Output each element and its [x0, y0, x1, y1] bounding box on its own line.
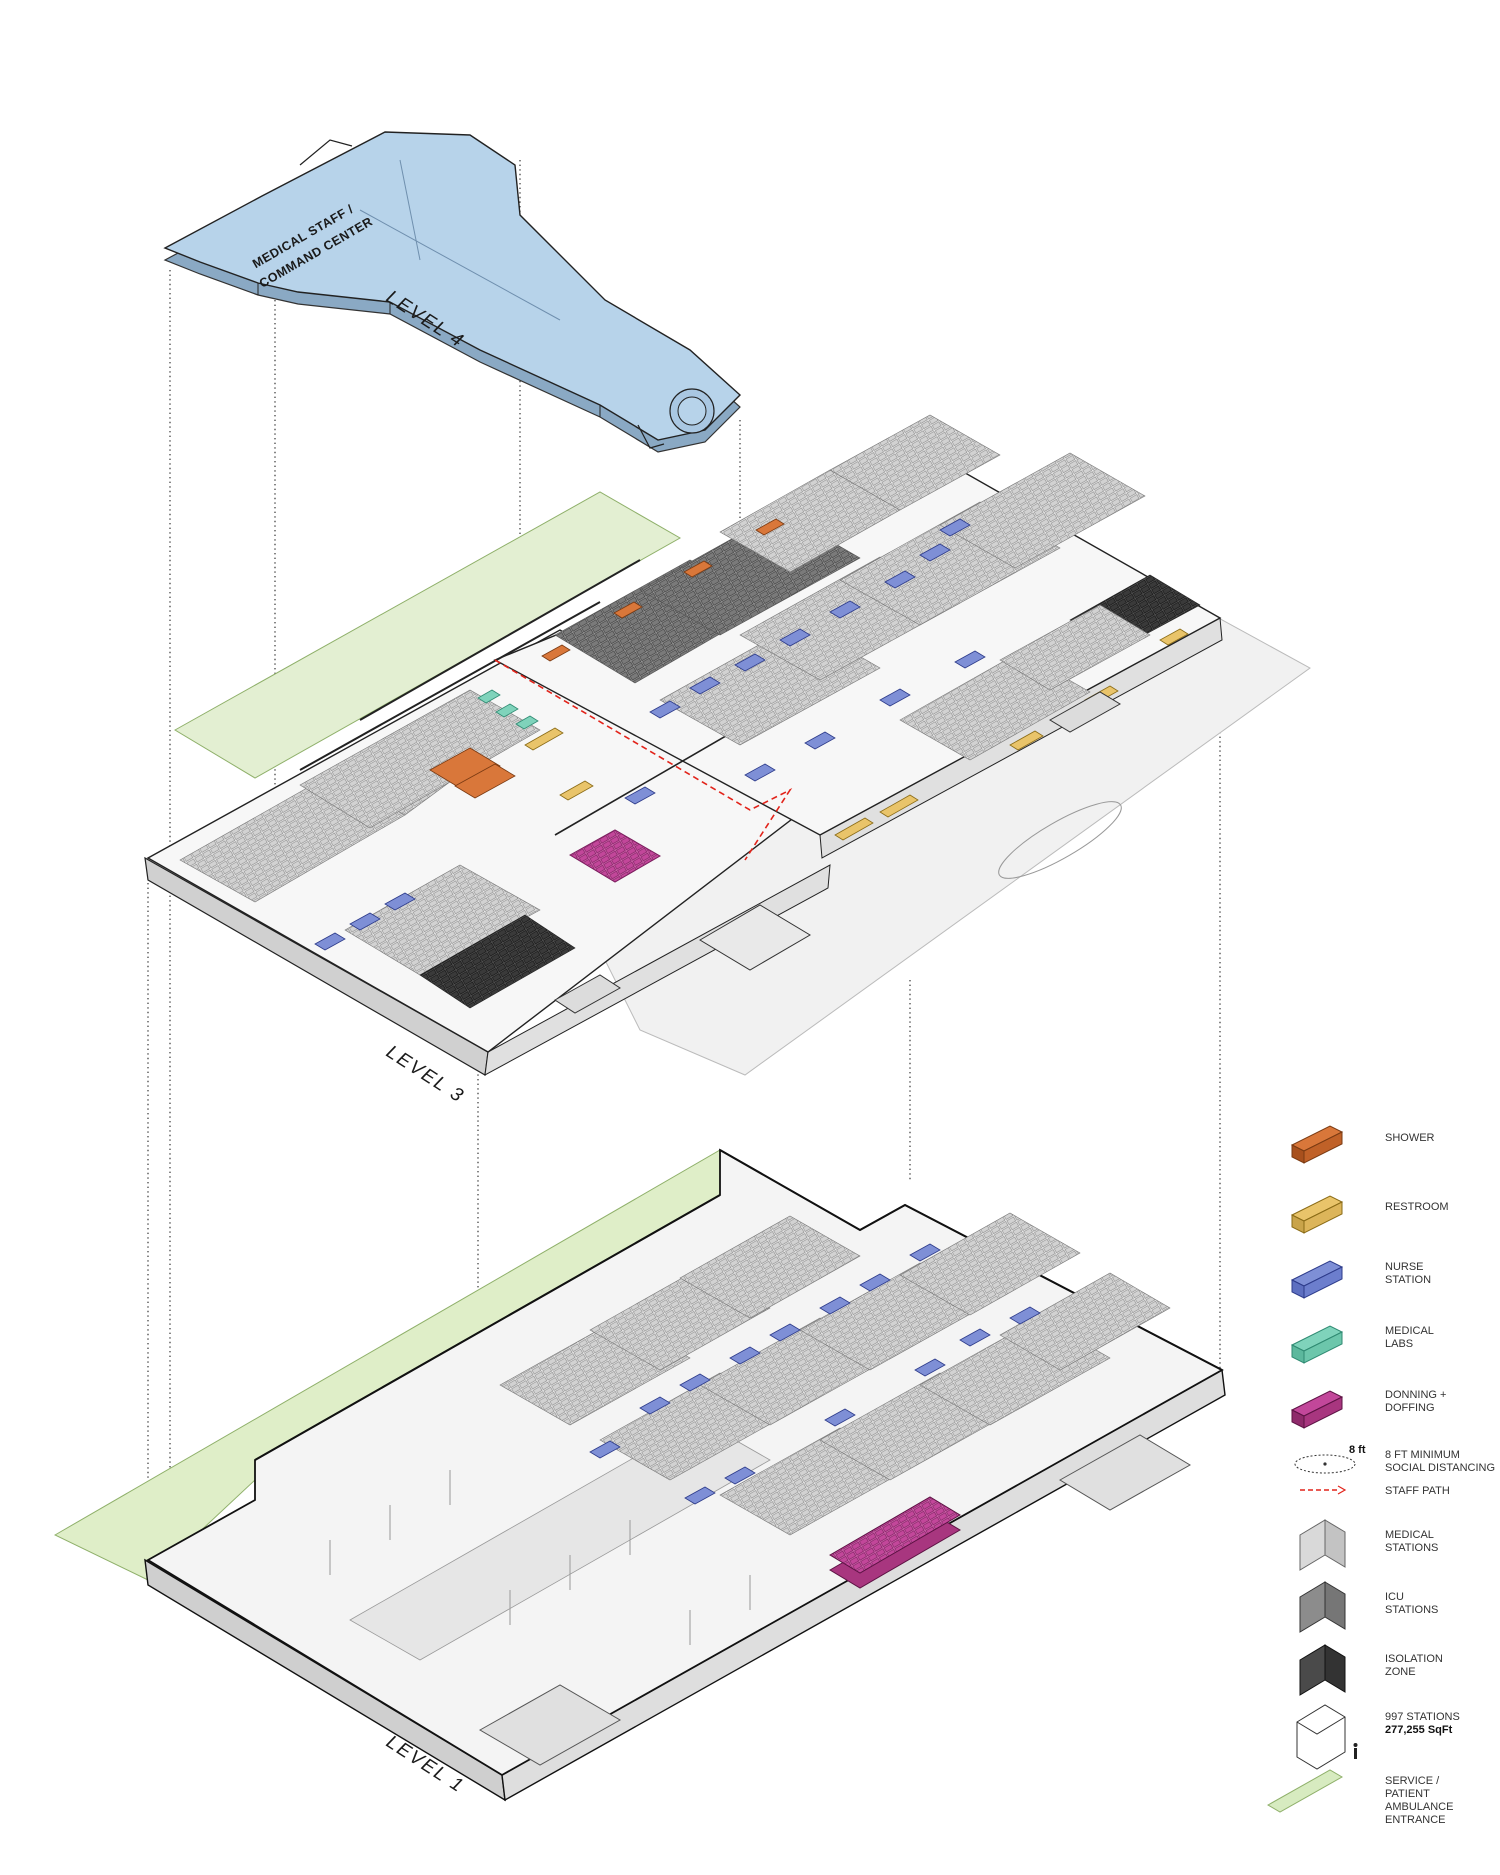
legend-shower: SHOWER — [1290, 1125, 1435, 1164]
legend-isolation-label-2: ZONE — [1385, 1666, 1416, 1678]
level-1-donning-zone — [829, 1496, 961, 1574]
level-4-floor — [163, 131, 742, 441]
level-4-plan: MEDICAL STAFF / COMMAND CENTER LEVEL 4 — [163, 131, 742, 453]
legend-restroom: RESTROOM — [1290, 1195, 1449, 1234]
legend-service-label-4: ENTRANCE — [1385, 1814, 1446, 1826]
legend-restroom-label: RESTROOM — [1385, 1201, 1449, 1213]
level-3-plan: LEVEL 3 — [144, 414, 1311, 1107]
legend-isolation-label-1: ISOLATION — [1385, 1653, 1443, 1665]
legend-nurse-station: NURSE STATION — [1290, 1260, 1431, 1299]
legend-service-entrance: SERVICE / PATIENT AMBULANCE ENTRANCE — [1266, 1769, 1453, 1826]
legend-icu-label-2: STATIONS — [1385, 1604, 1438, 1616]
legend-nurse-label-1: NURSE — [1385, 1261, 1424, 1273]
legend-totals-area: 277,255 SqFt — [1385, 1724, 1453, 1736]
legend-distance-dim: 8 ft — [1349, 1444, 1366, 1456]
legend-distancing-label-2: SOCIAL DISTANCING — [1385, 1462, 1495, 1474]
legend-labs-label-2: LABS — [1385, 1338, 1413, 1350]
legend-nurse-label-2: STATION — [1385, 1274, 1431, 1286]
legend-donning-label-2: DOFFING — [1385, 1402, 1435, 1414]
level-3-service-strip — [174, 491, 682, 779]
legend-staff-path-label: STAFF PATH — [1385, 1485, 1450, 1497]
legend-icu-stations: ICU STATIONS — [1299, 1581, 1438, 1633]
legend-labs-label-1: MEDICAL — [1385, 1325, 1434, 1337]
legend-isolation-zone: ISOLATION ZONE — [1299, 1644, 1443, 1696]
legend-totals-stations: 997 STATIONS — [1385, 1711, 1460, 1723]
legend-distancing-label-1: 8 FT MINIMUM — [1385, 1449, 1460, 1461]
legend-service-label-3: AMBULANCE — [1385, 1801, 1453, 1813]
legend-medical-labs: MEDICAL LABS — [1290, 1325, 1434, 1364]
level-3-staff-path — [494, 659, 793, 861]
legend-social-distancing: 8 ft 8 FT MINIMUM SOCIAL DISTANCING — [1294, 1444, 1495, 1474]
level-3-donning-zone — [569, 829, 661, 883]
legend: SHOWER RESTROOM NURSE STATION MEDICAL LA… — [1266, 1125, 1495, 1826]
legend-shower-label: SHOWER — [1385, 1132, 1435, 1144]
legend-icu-label-1: ICU — [1385, 1591, 1404, 1603]
legend-medical-stations: MEDICAL STATIONS — [1299, 1519, 1438, 1571]
legend-medical-stations-label-1: MEDICAL — [1385, 1529, 1434, 1541]
legend-totals: 997 STATIONS 277,255 SqFt — [1296, 1704, 1460, 1770]
level-1-plan: LEVEL 1 — [53, 1148, 1226, 1802]
legend-donning-label-1: DONNING + — [1385, 1389, 1446, 1401]
legend-staff-path: STAFF PATH — [1300, 1485, 1450, 1497]
person-scale-icon — [1354, 1748, 1357, 1759]
legend-donning-doffing: DONNING + DOFFING — [1290, 1389, 1446, 1429]
legend-medical-stations-label-2: STATIONS — [1385, 1542, 1438, 1554]
legend-service-label-2: PATIENT — [1385, 1788, 1430, 1800]
legend-service-label-1: SERVICE / — [1385, 1775, 1440, 1787]
